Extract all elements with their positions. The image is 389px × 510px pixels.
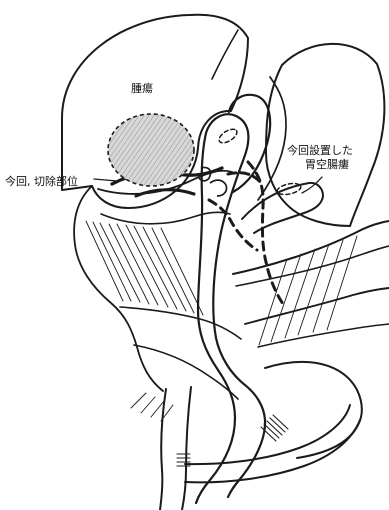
gastrojejunostomy-label-line-2: 胃空腸瘻 <box>305 158 349 171</box>
descending-limb-right <box>182 387 191 510</box>
descending-limb-left <box>160 389 166 510</box>
upper-loop <box>229 95 270 192</box>
right-jejunum <box>242 183 323 233</box>
resection-site-label: 今回, 切除部位 <box>5 175 78 188</box>
mesenteric-lines-lower <box>131 393 173 421</box>
right-organ-outline <box>266 44 384 226</box>
closure-marker-right <box>210 180 227 196</box>
lower-band-top <box>233 221 389 274</box>
resection-leader <box>94 179 117 181</box>
mesenteric-lines-left <box>86 221 203 315</box>
resection-line-lower <box>136 190 194 196</box>
lower-band-lower <box>258 324 389 347</box>
tumor-label: 腫瘍 <box>131 82 153 95</box>
upper-anastomosis-mark <box>217 126 239 145</box>
left-mesentery-bottom <box>134 345 238 399</box>
left-mesentery-mid <box>101 212 230 224</box>
dashed-route-lower <box>209 200 257 250</box>
stomach-inner-curve <box>212 30 238 79</box>
lower-horizontal-loop <box>185 405 350 464</box>
central-limb-left-wall <box>196 133 235 503</box>
gastrojejunostomy-label-line-1: 今回設置した <box>287 144 353 157</box>
left-mesentery-lower <box>120 307 241 339</box>
